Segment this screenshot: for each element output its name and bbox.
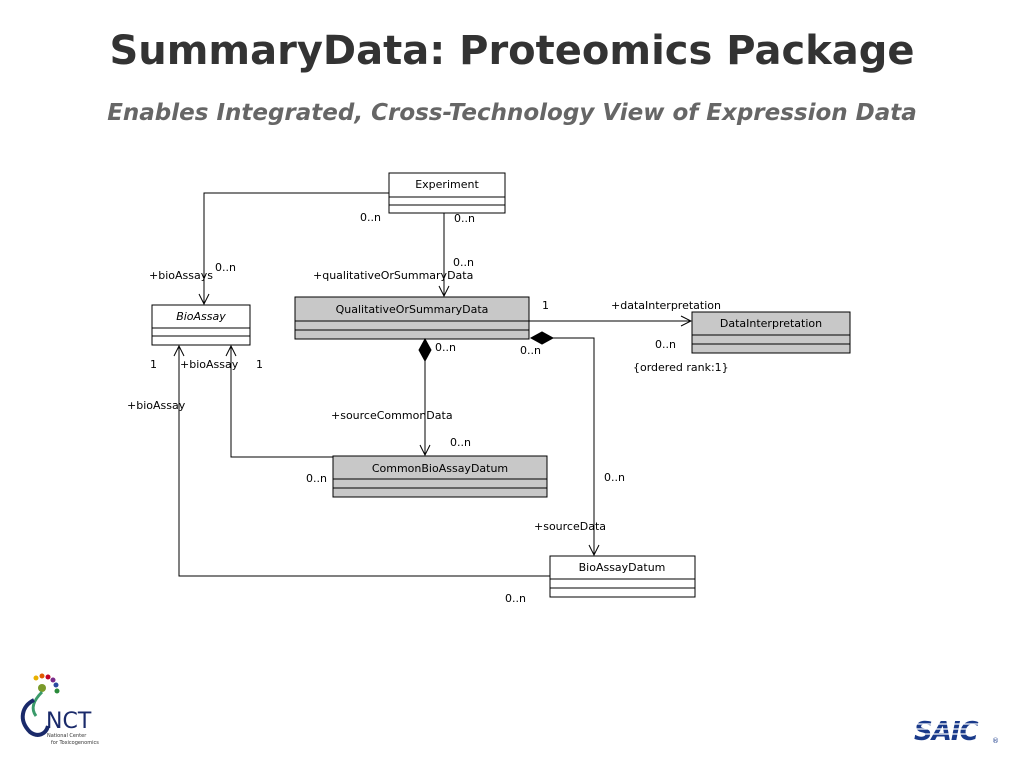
- nct-logo-line2: for Toxicogenomics: [51, 740, 99, 746]
- label-role-sourcedata: +sourceData: [534, 520, 606, 533]
- class-data-interpretation[interactable]: DataInterpretation: [691, 311, 851, 354]
- label-qual-one: 1: [542, 299, 549, 312]
- slide-subtitle: Enables Integrated, Cross-Technology Vie…: [107, 100, 917, 126]
- label-qual-mult-top: 0..n: [453, 256, 474, 269]
- label-exp-mult-left: 0..n: [360, 211, 381, 224]
- label-role-bioassay-mid: +bioAssay: [180, 358, 239, 371]
- label-bad-mult-top: 0..n: [604, 471, 625, 484]
- nct-logo-line1: National Center: [47, 733, 87, 739]
- class-datainterp-name: DataInterpretation: [720, 317, 822, 330]
- label-datainterp-mult: 0..n: [655, 338, 676, 351]
- label-role-sourcecommon: +sourceCommonData: [331, 409, 453, 422]
- class-bioassaydatum-name: BioAssayDatum: [579, 561, 666, 574]
- saic-logo: SAIC ®: [912, 717, 999, 746]
- label-datainterp-constraint: {ordered rank:1}: [633, 361, 729, 374]
- assoc-bioassaydatum-bioassay: [179, 346, 550, 577]
- class-experiment[interactable]: Experiment: [388, 172, 506, 214]
- label-bioassay-mult-top: 0..n: [215, 261, 236, 274]
- slide-title: SummaryData: Proteomics Package: [109, 28, 915, 74]
- label-role-datainterp: +dataInterpretation: [611, 299, 721, 312]
- class-qualitative-name: QualitativeOrSummaryData: [336, 303, 489, 316]
- label-qual-mult-diamond1: 0..n: [435, 341, 456, 354]
- assoc-common-bioassay: [231, 346, 333, 458]
- label-role-bioassays: +bioAssays: [149, 269, 213, 282]
- label-bioassay-one-right: 1: [256, 358, 263, 371]
- class-common-name: CommonBioAssayDatum: [372, 462, 508, 475]
- class-experiment-name: Experiment: [415, 178, 479, 191]
- label-role-qualitative: +qualitativeOrSummaryData: [313, 269, 473, 282]
- saic-logo-reg: ®: [992, 737, 999, 745]
- label-qual-mult-diamond2: 0..n: [520, 344, 541, 357]
- composition-qualitative-bioassaydatum: [553, 337, 594, 555]
- class-bioassay-datum[interactable]: BioAssayDatum: [549, 555, 696, 598]
- label-exp-mult-right: 0..n: [454, 212, 475, 225]
- label-role-bioassay-left: +bioAssay: [127, 399, 186, 412]
- label-common-mult-top: 0..n: [450, 436, 471, 449]
- assoc-experiment-bioassay: [204, 192, 389, 304]
- nct-logo-text: NCT: [46, 709, 92, 734]
- saic-logo-text: SAIC: [914, 717, 979, 746]
- class-qualitative-or-summary-data[interactable]: QualitativeOrSummaryData: [294, 296, 530, 340]
- composition-diamond-common: [418, 337, 432, 363]
- label-common-mult-left: 0..n: [306, 472, 327, 485]
- class-bioassay-name: BioAssay: [176, 310, 226, 323]
- class-common-bioassay-datum[interactable]: CommonBioAssayDatum: [332, 455, 548, 498]
- composition-diamond-bioassaydatum: [529, 331, 555, 345]
- label-bioassay-one-left: 1: [150, 358, 157, 371]
- class-bioassay[interactable]: BioAssay: [151, 304, 251, 346]
- label-bad-mult-bottom: 0..n: [505, 592, 526, 605]
- nct-logo: NCT National Center for Toxicogenomics: [20, 673, 99, 746]
